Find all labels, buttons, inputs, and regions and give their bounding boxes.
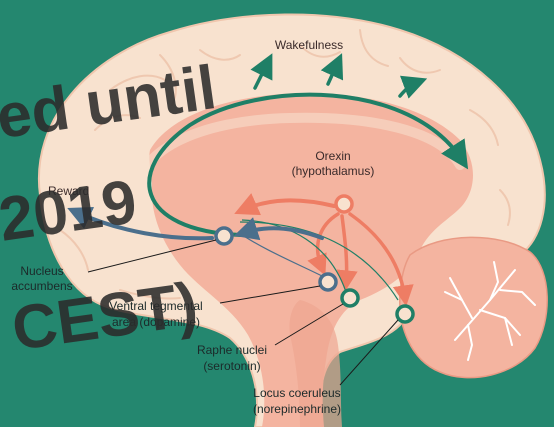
locus-coeruleus-node [397,306,413,322]
wakefulness-label: Wakefulness [275,38,343,52]
orexin-label-line1: Orexin [315,149,350,163]
cerebellum [400,237,547,377]
nucleus-accumbens-node [216,228,232,244]
raphe-label-line1: Raphe nuclei [197,343,267,357]
nucleus-accumbens-label-line1: Nucleus [20,264,63,278]
vta-node [320,274,336,290]
locus-coeruleus-label-line2: (norepinephrine) [253,402,341,416]
orexin-label-line2: (hypothalamus) [292,164,375,178]
locus-coeruleus-label-line1: Locus coeruleus [253,386,340,400]
raphe-node [342,290,358,306]
orexin-node [336,196,352,212]
raphe-label-line2: (serotonin) [203,359,260,373]
